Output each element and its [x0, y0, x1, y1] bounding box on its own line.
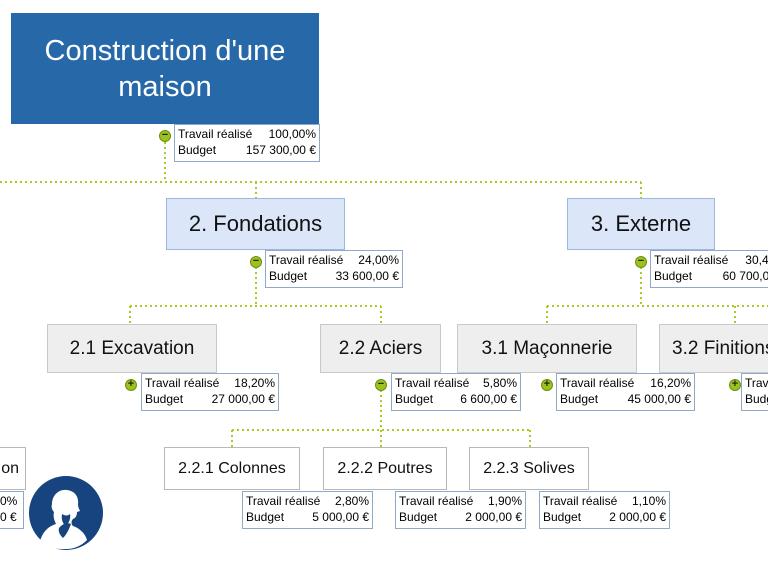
- node-label: 2.1 Excavation: [69, 337, 195, 359]
- work-value: 18,20%: [234, 376, 275, 390]
- wbs-node-maconnerie[interactable]: 3.1 Maçonnerie: [457, 324, 637, 373]
- expand-icon[interactable]: +: [125, 379, 137, 391]
- collapse-icon[interactable]: −: [250, 256, 262, 268]
- wbs-node-solives[interactable]: 2.2.3 Solives: [469, 447, 589, 490]
- collapse-icon[interactable]: −: [375, 379, 387, 391]
- node-label: 3. Externe: [590, 211, 692, 236]
- wbs-node-poutres[interactable]: 2.2.2 Poutres: [323, 447, 447, 490]
- work-value: 24,00%: [358, 253, 399, 267]
- wbs-node-finitions[interactable]: 3.2 Finitions: [659, 324, 768, 373]
- wbs-node-root[interactable]: Construction d'une maison: [11, 13, 319, 124]
- node-label: Construction d'une maison: [44, 34, 286, 103]
- node-label: 3.2 Finitions: [672, 337, 768, 359]
- wbs-node-externe[interactable]: 3. Externe: [567, 198, 715, 250]
- work-value: 16,20%: [650, 376, 691, 390]
- node-label: 2.2.1 Colonnes: [178, 459, 286, 477]
- work-value: 30,40%: [745, 253, 768, 267]
- wbs-node-colonnes[interactable]: 2.2.1 Colonnes: [164, 447, 300, 490]
- wbs-node-partial-left[interactable]: on: [0, 447, 26, 490]
- node-label: 3.1 Maçonnerie: [481, 337, 613, 359]
- work-value: 1,10%: [631, 494, 666, 508]
- node-info-partial-left: 0% 0 €: [0, 491, 24, 529]
- expand-icon[interactable]: +: [541, 379, 553, 391]
- node-label: 2.2 Aciers: [338, 337, 423, 359]
- work-value: 5,80%: [482, 376, 517, 390]
- node-label: 2. Fondations: [188, 211, 323, 236]
- node-label: 2.2.2 Poutres: [337, 459, 433, 477]
- budget-value: 45 000,00 €: [627, 392, 691, 406]
- budget-value: 2 000,00 €: [609, 510, 666, 524]
- work-value: 2,80%: [334, 494, 369, 508]
- budget-value: 157 300,00 €: [245, 143, 316, 157]
- budget-value: 33 600,00 €: [335, 269, 399, 283]
- thinker-logo-icon: [29, 476, 103, 550]
- wbs-node-aciers[interactable]: 2.2 Aciers: [320, 324, 441, 373]
- budget-value: 0 €: [0, 510, 17, 524]
- collapse-icon[interactable]: −: [159, 130, 171, 142]
- work-value: 100,00%: [268, 127, 316, 141]
- expand-icon[interactable]: +: [729, 379, 741, 391]
- work-value: 0%: [0, 494, 18, 508]
- node-info-finitions: Travail réalisé Budget: [741, 373, 768, 411]
- budget-value: 2 000,00 €: [465, 510, 522, 524]
- node-label: on: [1, 459, 19, 477]
- budget-value: 27 000,00 €: [211, 392, 275, 406]
- budget-value: 5 000,00 €: [312, 510, 369, 524]
- collapse-icon[interactable]: −: [635, 256, 647, 268]
- budget-value: 6 600,00 €: [460, 392, 517, 406]
- work-value: 1,90%: [487, 494, 522, 508]
- wbs-node-excavation[interactable]: 2.1 Excavation: [47, 324, 217, 373]
- budget-value: 60 700,00 €: [722, 269, 768, 283]
- wbs-node-fondations[interactable]: 2. Fondations: [166, 198, 345, 250]
- node-label: 2.2.3 Solives: [483, 459, 575, 477]
